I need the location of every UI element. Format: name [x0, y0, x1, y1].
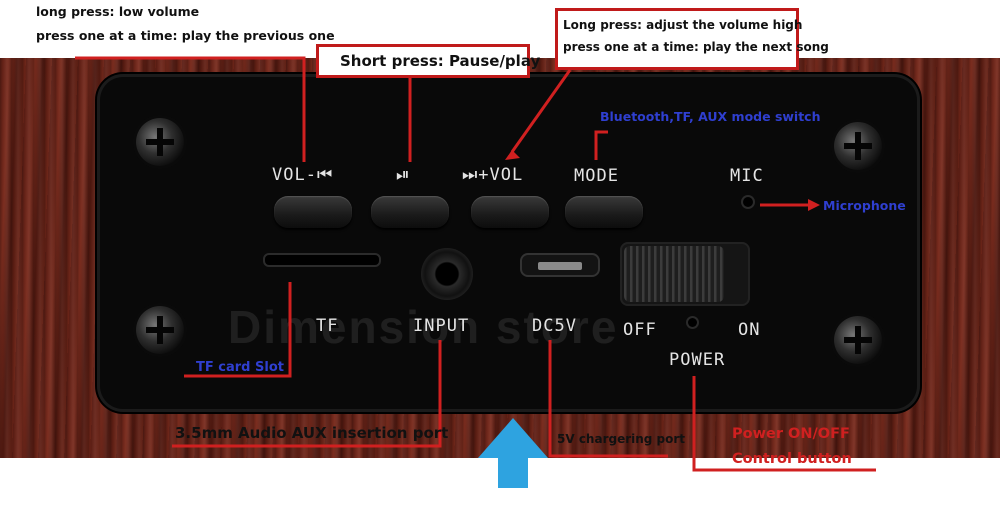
aux-audio-jack[interactable]	[421, 248, 473, 300]
play-pause-button[interactable]	[371, 196, 449, 228]
right-callout-box	[555, 8, 799, 70]
next-vol-plus-label: ⏭+VOL	[462, 165, 524, 185]
vol-plus-button[interactable]	[471, 196, 549, 228]
screw-bottom-right-icon	[834, 316, 882, 364]
power-annotation-line2: Control button	[732, 451, 852, 467]
vol-minus-label: VOL-⏮	[272, 165, 334, 185]
screw-bottom-left-icon	[136, 306, 184, 354]
right-annotation-line1: Long press: adjust the volume high	[563, 18, 803, 32]
dc5v-label: DC5V	[532, 316, 577, 336]
microphone-hole-icon	[743, 197, 753, 207]
power-switch-knob[interactable]	[624, 246, 724, 302]
watermark: Dimension store	[228, 301, 619, 353]
on-label: ON	[738, 320, 761, 340]
right-annotation-line2: press one at a time: play the next song	[563, 40, 829, 54]
power-led-icon	[688, 318, 697, 327]
input-label: INPUT	[413, 316, 470, 336]
screw-top-left-icon	[136, 118, 184, 166]
micro-usb-port[interactable]	[520, 253, 600, 277]
vol-minus-button[interactable]	[274, 196, 352, 228]
short-press-annotation: Short press: Pause/play	[340, 52, 541, 70]
control-panel	[97, 74, 920, 412]
mode-label: MODE	[574, 166, 619, 186]
microphone-annotation: Microphone	[823, 198, 906, 213]
up-arrow-icon	[478, 418, 548, 488]
short-press-box	[316, 44, 530, 78]
off-label: OFF	[623, 320, 657, 340]
aux-port-annotation: 3.5mm Audio AUX insertion port	[175, 424, 449, 442]
tf-slot-annotation: TF card Slot	[196, 360, 284, 375]
left-annotation-line1: long press: low volume	[36, 4, 200, 19]
power-label: POWER	[669, 350, 726, 370]
charging-port-annotation: 5V chargering port	[557, 432, 686, 446]
tf-card-slot[interactable]	[263, 253, 381, 267]
power-annotation-line1: Power ON/OFF	[732, 426, 850, 442]
power-switch[interactable]	[620, 242, 750, 306]
mode-switch-annotation: Bluetooth,TF, AUX mode switch	[600, 109, 821, 124]
screw-top-right-icon	[834, 122, 882, 170]
mode-button[interactable]	[565, 196, 643, 228]
tf-label: TF	[316, 316, 339, 336]
play-pause-label: ⏯	[396, 165, 411, 185]
mic-label: MIC	[730, 166, 764, 186]
left-annotation-line2: press one at a time: play the previous o…	[36, 28, 335, 43]
